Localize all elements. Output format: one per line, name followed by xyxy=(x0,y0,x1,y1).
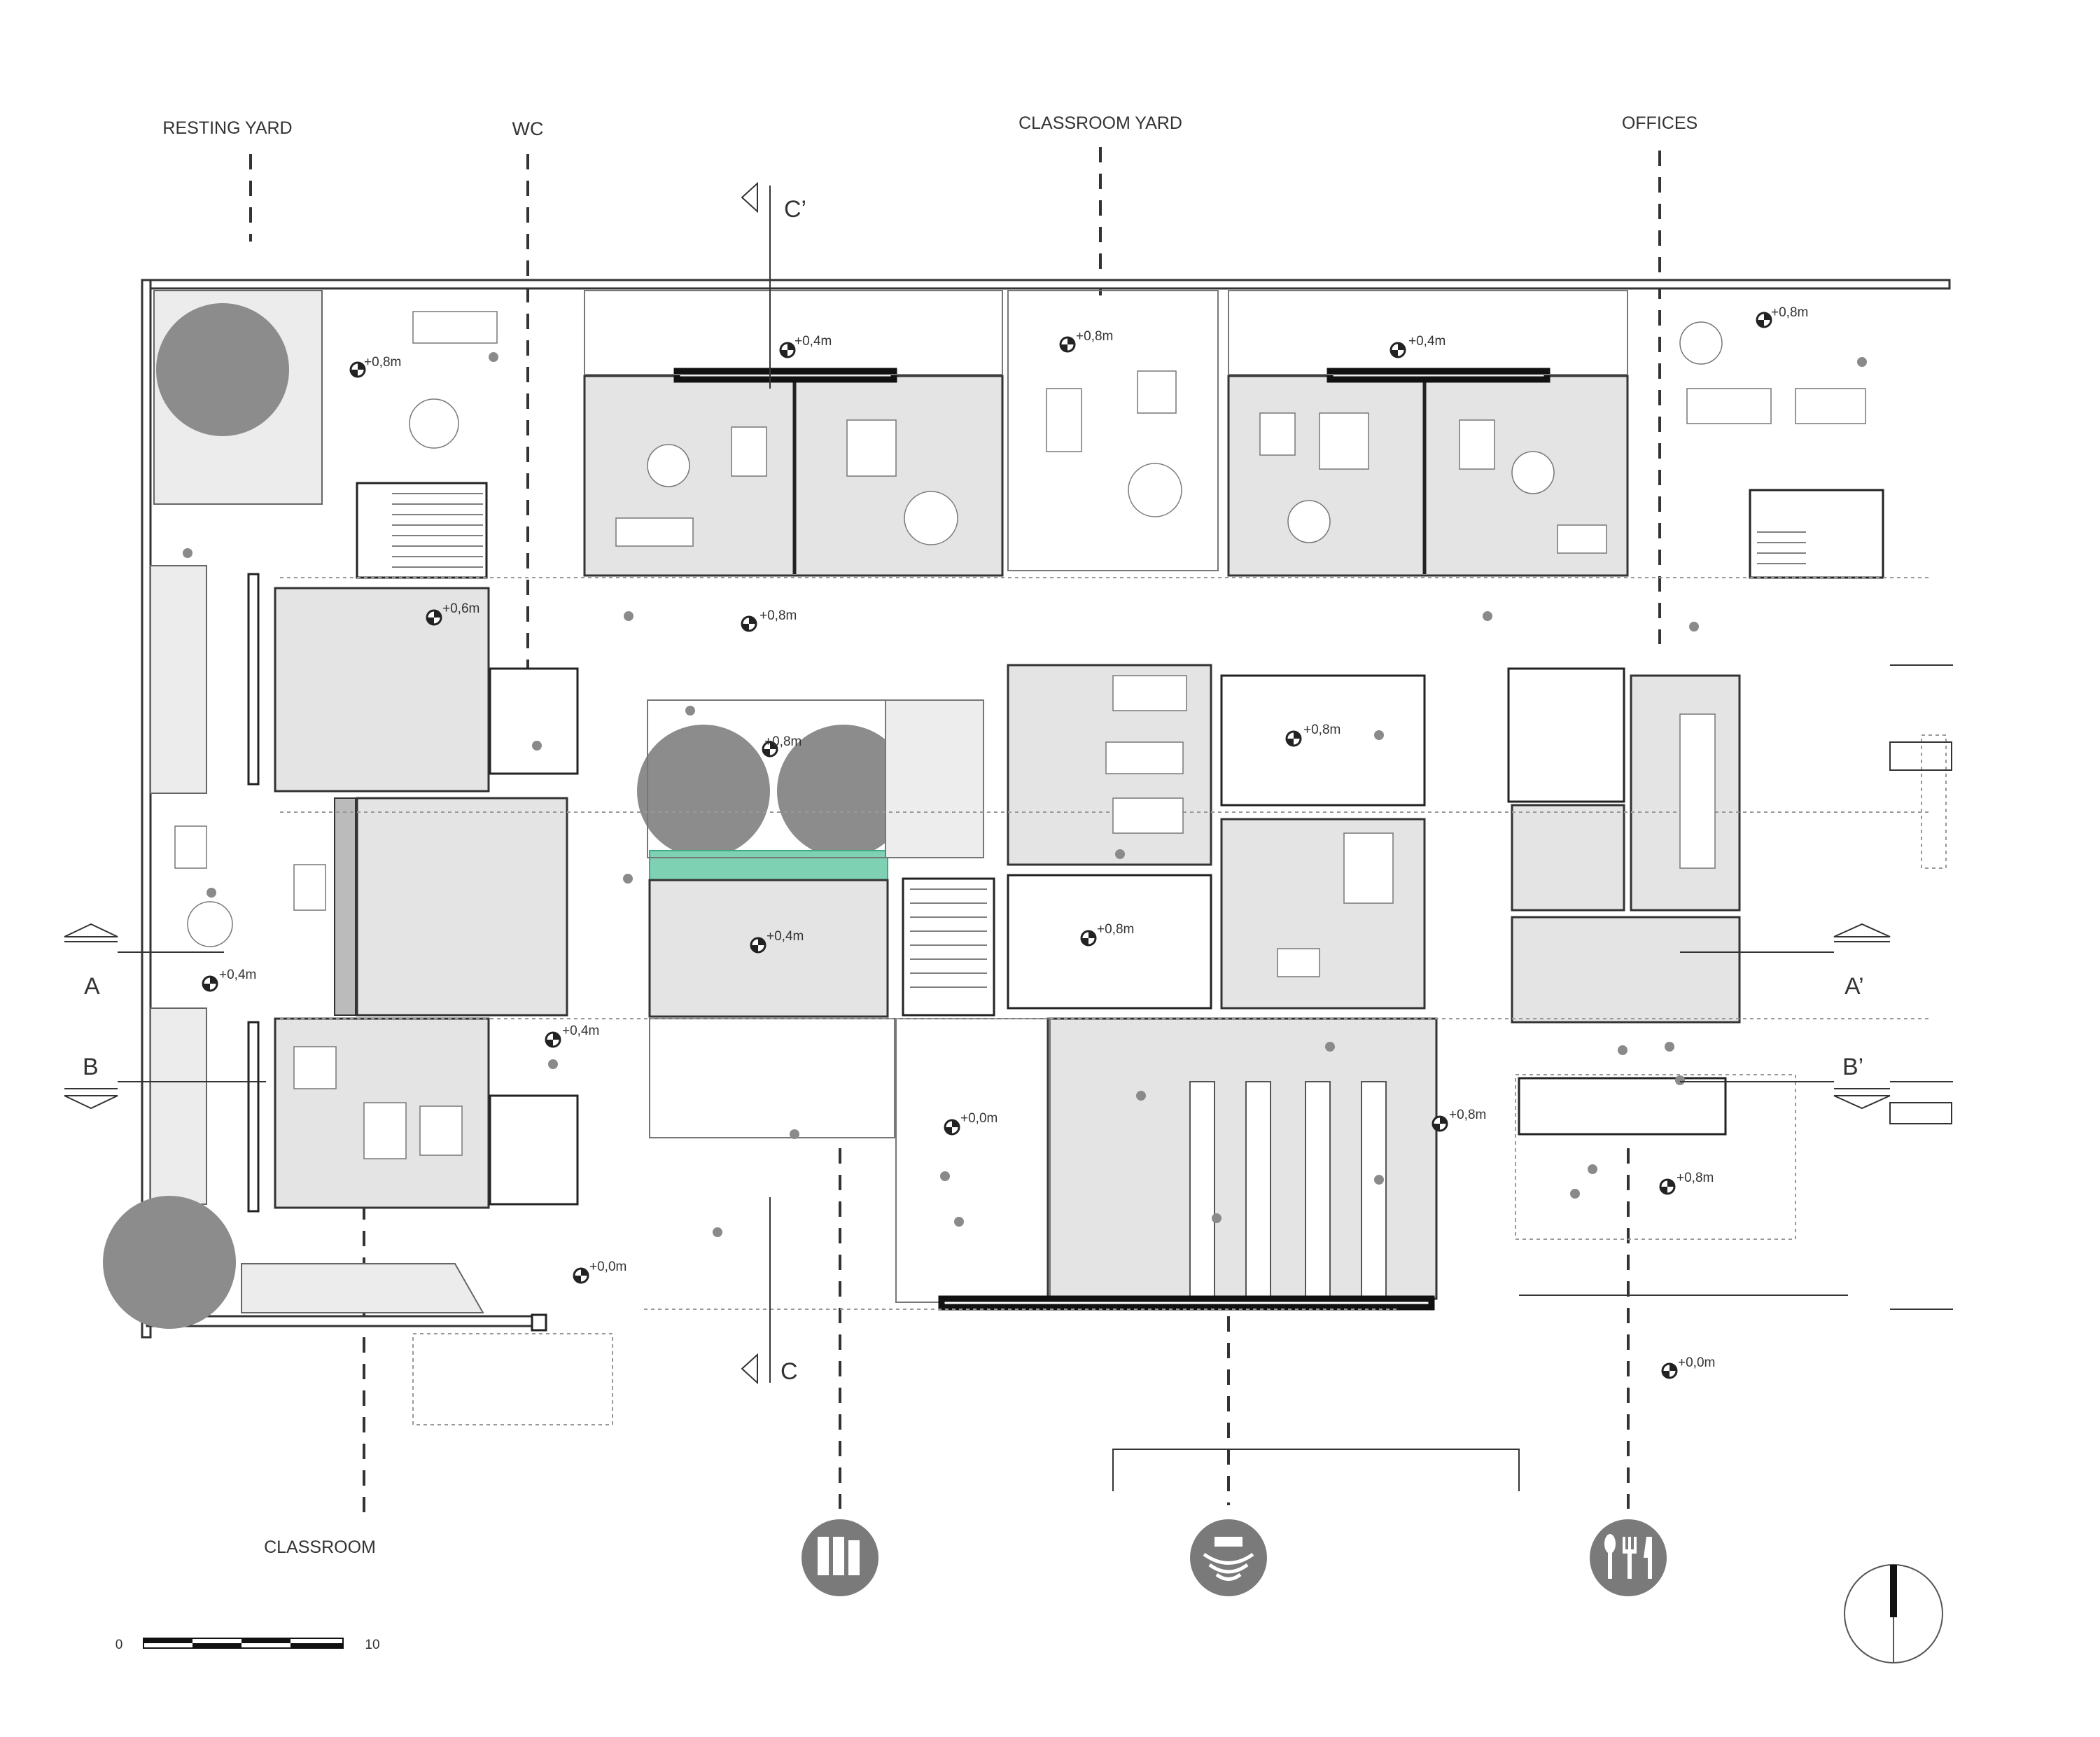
level-marker: +0,6m xyxy=(426,601,479,626)
stairs xyxy=(356,482,1884,1017)
level-label: +0,4m xyxy=(219,968,256,982)
level-marker: +0,0m xyxy=(944,1111,997,1136)
tree xyxy=(156,303,289,436)
section-mark-c-top: C’ xyxy=(741,181,806,389)
tree xyxy=(103,1196,236,1329)
section-mark-c-bottom: C xyxy=(741,1197,798,1385)
level-label: +0,0m xyxy=(1678,1355,1715,1370)
level-label: +0,6m xyxy=(442,601,479,616)
level-marker: +0,4m xyxy=(545,1024,599,1048)
section-mark-a-left: A xyxy=(64,923,224,1000)
level-marker: +0,8m xyxy=(1432,1108,1486,1132)
axis-label-wc: WC xyxy=(512,118,544,139)
level-marker: +0,0m xyxy=(1661,1355,1715,1379)
level-label: +0,8m xyxy=(1449,1108,1486,1122)
scale-start-label: 0 xyxy=(115,1638,123,1652)
level-marker: +0,0m xyxy=(573,1260,626,1284)
courtyard xyxy=(647,699,984,1018)
library-icon xyxy=(802,1519,878,1596)
level-label: +0,8m xyxy=(1676,1171,1714,1185)
level-label: +0,8m xyxy=(1771,305,1808,320)
scale-end-label: 10 xyxy=(365,1638,379,1652)
room xyxy=(1220,674,1426,807)
level-label: +0,4m xyxy=(794,334,832,349)
level-label: +0,0m xyxy=(960,1111,997,1126)
room xyxy=(1007,874,1212,1010)
specks xyxy=(183,352,1867,1237)
section-label-a-prime: A’ xyxy=(1844,973,1864,1000)
level-label: +0,8m xyxy=(760,608,797,623)
axis-label-classroom: CLASSROOM xyxy=(264,1537,376,1557)
level-marker: +0,8m xyxy=(1285,723,1340,747)
classroom-room xyxy=(274,587,490,793)
tree xyxy=(637,725,770,858)
level-markers: +0,8m +0,4m +0,8m +0,4m +0,8m +0,6m +0,8… xyxy=(202,305,1808,1379)
section-label-c-prime: C’ xyxy=(784,196,806,223)
axis-label-offices: OFFICES xyxy=(1622,113,1698,133)
level-marker: +0,4m xyxy=(202,968,256,992)
water-strip xyxy=(649,850,888,881)
classroom-room xyxy=(1220,818,1426,1010)
axis-label-resting-yard: RESTING YARD xyxy=(162,118,292,138)
tree xyxy=(777,725,910,858)
right-site-edges xyxy=(1112,664,1953,1491)
level-label: +0,4m xyxy=(562,1024,599,1038)
section-mark-b-left: B xyxy=(64,1054,266,1110)
level-label: +0,4m xyxy=(1408,334,1446,349)
axis-lines xyxy=(249,147,1661,1523)
level-marker: +0,8m xyxy=(1756,305,1808,328)
section-mark-b-right: B’ xyxy=(1680,1054,1891,1110)
sound-icon xyxy=(1190,1519,1267,1596)
dining-icon xyxy=(1590,1519,1667,1596)
level-label: +0,8m xyxy=(364,355,401,370)
trees xyxy=(103,303,910,1329)
level-label: +0,8m xyxy=(1076,329,1113,344)
wc-blocks xyxy=(489,667,1625,1206)
section-label-a: A xyxy=(84,973,100,1000)
section-mark-a-right: A’ xyxy=(1680,923,1891,1000)
section-label-b-prime: B’ xyxy=(1842,1054,1863,1080)
section-label-c: C xyxy=(780,1358,798,1385)
level-label: +0,0m xyxy=(589,1260,626,1274)
axis-label-classroom-yard: CLASSROOM YARD xyxy=(1018,113,1182,133)
level-label: +0,8m xyxy=(1097,922,1134,937)
north-arrow xyxy=(1844,1564,1943,1663)
level-marker: +0,8m xyxy=(762,734,802,758)
furniture xyxy=(174,311,1866,1159)
level-marker: +0,8m xyxy=(349,355,401,378)
level-marker: +0,4m xyxy=(750,929,804,954)
scale-bar: 0 10 xyxy=(115,1638,380,1652)
level-marker: +0,4m xyxy=(779,334,832,358)
level-marker: +0,4m xyxy=(1390,334,1446,358)
level-label: +0,8m xyxy=(1303,723,1340,737)
hall xyxy=(649,1017,1438,1311)
level-marker: +0,8m xyxy=(1080,922,1134,947)
classroom-room xyxy=(356,797,568,1017)
level-marker: +0,8m xyxy=(1059,329,1113,353)
level-marker: +0,8m xyxy=(1659,1171,1714,1195)
level-label: +0,4m xyxy=(766,929,804,944)
site-boundary xyxy=(141,279,1951,1339)
section-label-b: B xyxy=(83,1054,99,1080)
level-label: +0,8m xyxy=(764,734,802,749)
level-marker: +0,8m xyxy=(741,608,797,632)
